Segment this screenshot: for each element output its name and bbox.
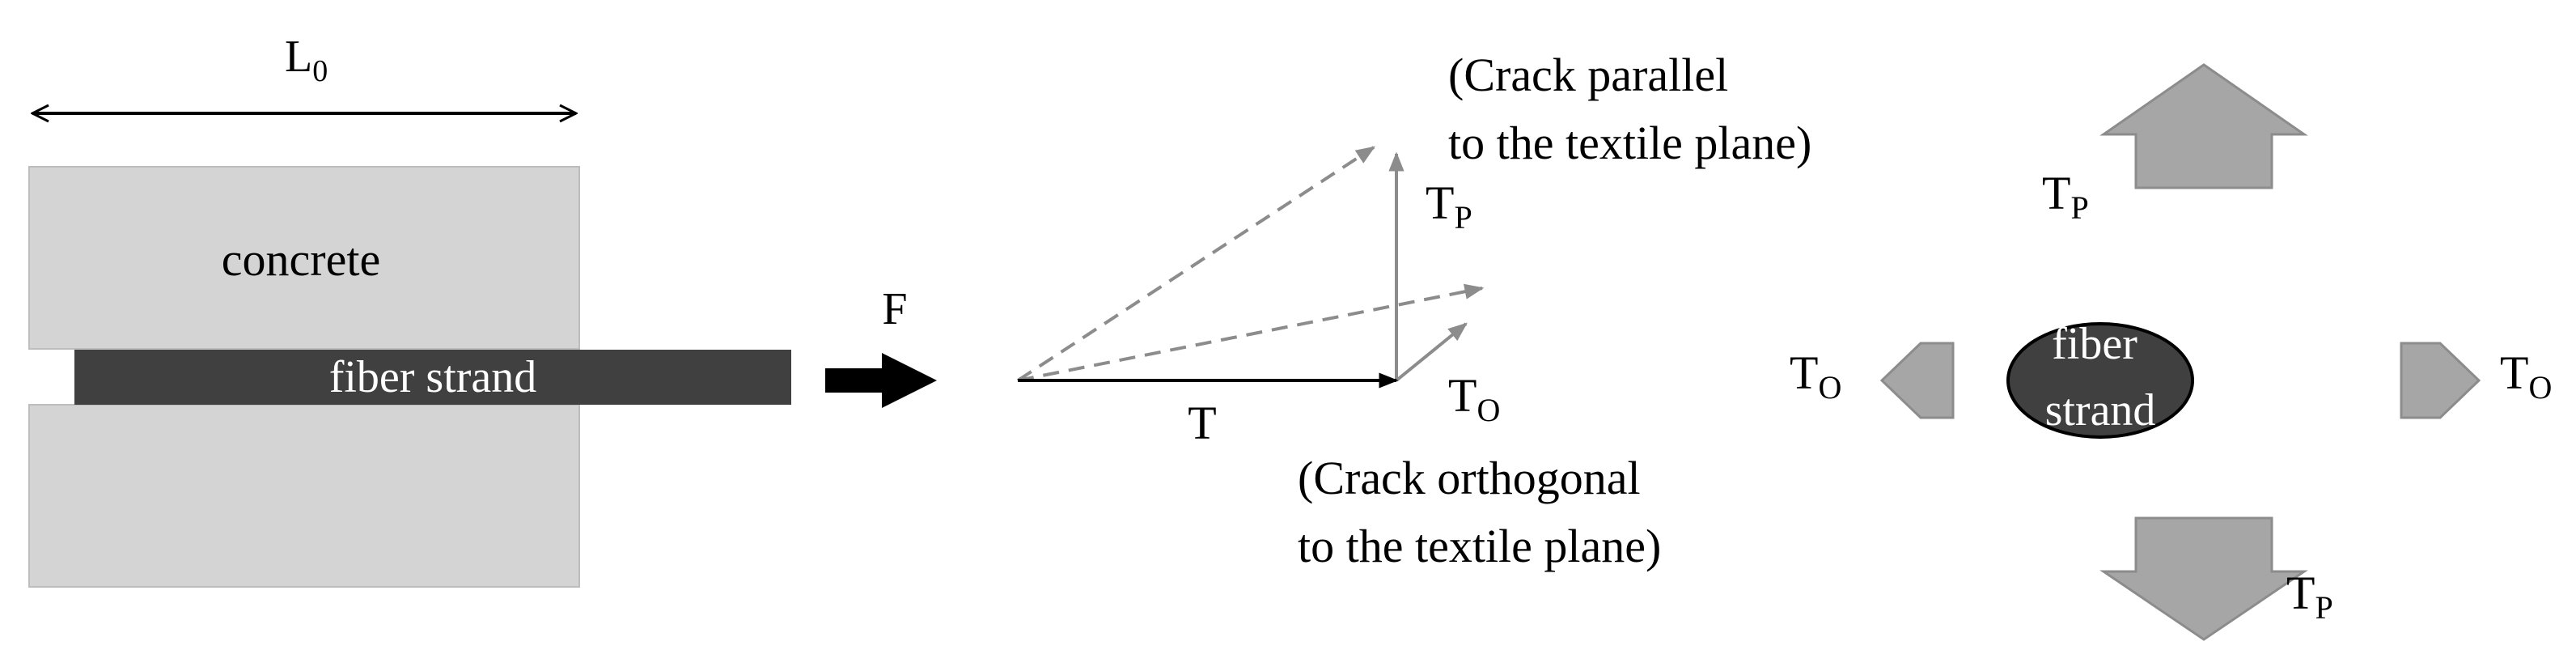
to-vector [1395, 322, 1468, 382]
crack-parallel-caption: (Crack parallel to the textile plane) [1448, 49, 1811, 169]
crack-parallel-line2: to the textile plane) [1448, 117, 1811, 169]
crack-orthogonal-line2: to the textile plane) [1298, 520, 1661, 572]
right-block-arrow [2400, 342, 2481, 419]
ellipse-label: fiber strand [2045, 319, 2156, 435]
right-to-label: TO [2500, 346, 2552, 406]
fiber-strand-bar [74, 350, 791, 405]
concrete-block-top [28, 166, 580, 350]
force-label: F [882, 284, 907, 334]
crack-orthogonal-line1: (Crack orthogonal [1298, 452, 1641, 504]
ellipse-label-line2: strand [2045, 385, 2156, 435]
left-block-arrow [1879, 342, 1955, 419]
ellipse-label-line1: fiber [2052, 319, 2137, 369]
to-vector-label: TO [1448, 369, 1500, 428]
fiber-strand-ellipse [2006, 322, 2194, 439]
concrete-label: concrete [222, 233, 380, 286]
down-block-arrow [2099, 516, 2308, 641]
force-arrow [825, 353, 937, 408]
tp-vector-label: TP [1426, 176, 1472, 236]
left-to-label: TO [1790, 346, 1841, 406]
concrete-block-bottom [28, 404, 580, 588]
length-label: L0 [285, 32, 328, 88]
crack-parallel-line1: (Crack parallel [1448, 49, 1728, 101]
top-tp-label: TP [2042, 167, 2089, 226]
t-label: T [1188, 397, 1216, 449]
dashed-vector-lower [1017, 283, 1485, 382]
fiber-strand-bar-label: fiber strand [329, 352, 537, 402]
crack-orthogonal-caption: (Crack orthogonal to the textile plane) [1298, 452, 1661, 572]
dashed-vector-upper [1016, 146, 1376, 382]
up-block-arrow [2099, 63, 2308, 189]
bottom-tp-label: TP [2286, 567, 2333, 626]
